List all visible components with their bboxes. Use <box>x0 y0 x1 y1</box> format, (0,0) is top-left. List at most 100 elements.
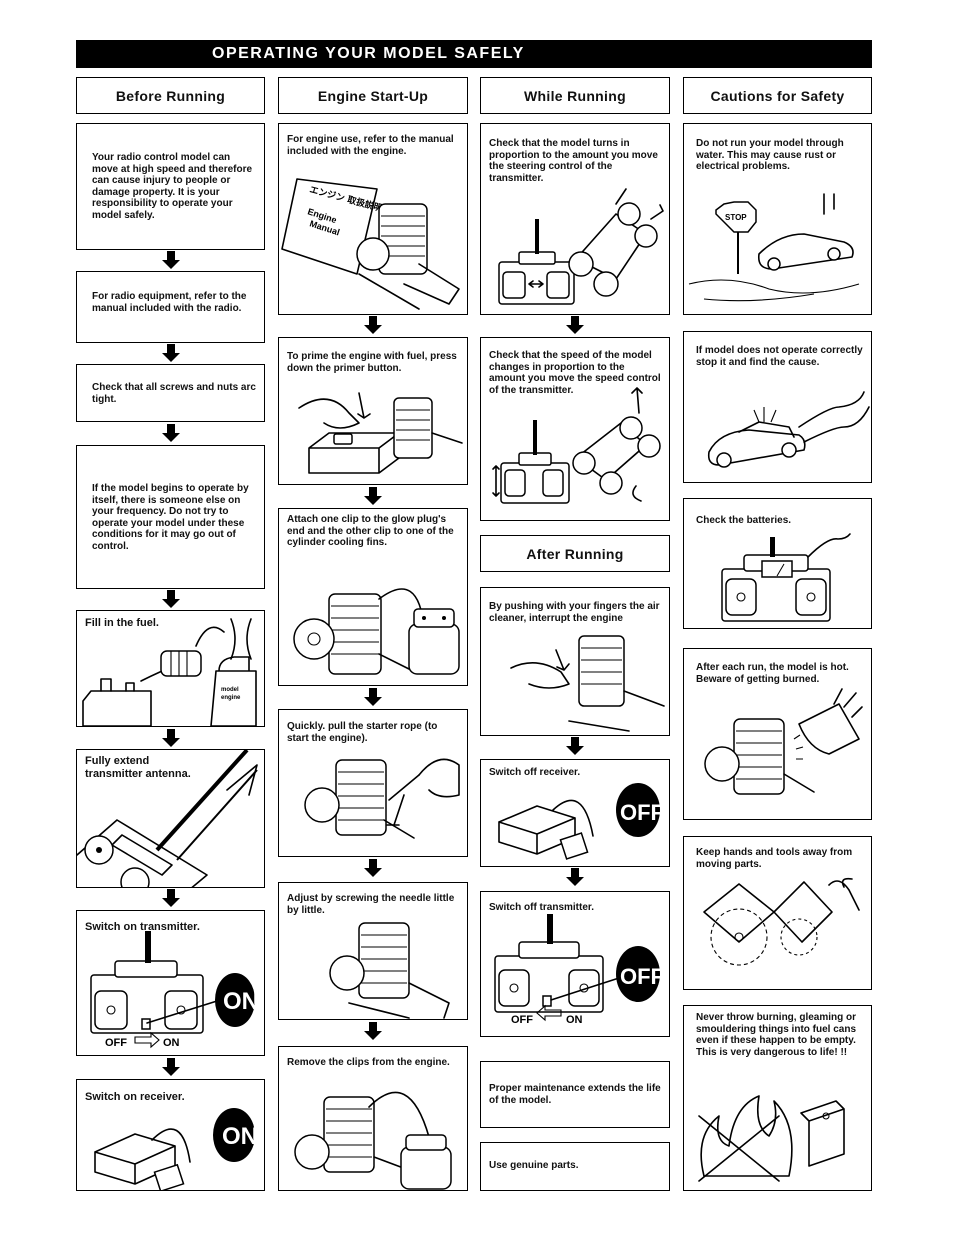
step-text: Do not run your model through water. Thi… <box>696 138 844 172</box>
down-arrow-icon <box>162 729 180 747</box>
before-step-6: Fully extend transmitter antenna. <box>76 749 265 888</box>
step-text: Check that all screws and nuts arc tight… <box>92 382 256 405</box>
step-text: If the model begins to operate by itself… <box>92 483 249 552</box>
step-text: Never throw burning, gleaming or smoulde… <box>696 1012 857 1058</box>
before-step-1: Your radio control model can move at hig… <box>76 123 265 250</box>
down-arrow-icon <box>162 344 180 362</box>
engine-step-2: To prime the engine with fuel, press dow… <box>278 337 468 485</box>
down-arrow-icon <box>364 316 382 334</box>
stop-car-illustration <box>707 391 870 468</box>
interrupt-engine-illustration <box>510 635 665 732</box>
step-text: Fill in the fuel. <box>85 617 159 629</box>
after-step-1: By pushing with your fingers the air cle… <box>480 587 670 736</box>
after-step-5: Use genuine parts. <box>480 1142 670 1191</box>
fuel-bottle-illustration: model engine <box>82 618 257 726</box>
step-text: If model does not operate correctly stop… <box>696 345 863 368</box>
step-text: Check that the speed of the model change… <box>489 350 661 396</box>
step-text: Switch on transmitter. <box>85 921 200 933</box>
step-text: Check the batteries. <box>696 515 792 526</box>
before-step-8: Switch on receiver. ON <box>76 1079 265 1191</box>
glow-clip-illustration <box>293 588 460 675</box>
on-label-receiver: ON <box>222 1123 258 1150</box>
on-label: ON <box>223 988 259 1015</box>
hot-engine-illustration <box>704 688 863 795</box>
engine-step-4: Quickly. pull the starter rope (to start… <box>278 709 468 857</box>
down-arrow-icon <box>566 737 584 755</box>
on-label-small: ON <box>566 1014 583 1026</box>
stop-sign-water-illustration: STOP <box>688 193 860 302</box>
engine-manual-illustration: エンジン 取扱説明書 Engine Manual <box>281 178 460 310</box>
primer-button-illustration <box>298 392 463 474</box>
off-label-large: OFF <box>620 964 664 989</box>
down-arrow-icon <box>364 859 382 877</box>
step-text: To prime the engine with fuel, press dow… <box>287 351 457 374</box>
step-text: Switch off transmitter. <box>489 902 595 913</box>
receiver-off-illustration: OFF <box>498 783 664 860</box>
caution-5: Keep hands and tools away from moving pa… <box>683 836 872 990</box>
caution-6: Never throw burning, gleaming or smoulde… <box>683 1005 872 1191</box>
no-fire-illustration <box>698 1095 845 1182</box>
step-text: Fully extend transmitter antenna. <box>85 755 191 780</box>
column-header-before-running: Before Running <box>76 77 265 114</box>
battery-check-illustration <box>721 533 851 622</box>
step-text: Adjust by screwing the needle little by … <box>287 893 455 916</box>
step-text: Remove the clips from the engine. <box>287 1057 450 1068</box>
off-label: OFF <box>105 1037 127 1049</box>
down-arrow-icon <box>162 889 180 907</box>
transmitter-off-illustration: OFF OFF ON <box>494 914 664 1026</box>
step-text: Switch off receiver. <box>489 767 581 778</box>
step-text: For radio equipment, refer to the manual… <box>92 291 247 314</box>
antenna-transmitter-illustration <box>77 750 258 887</box>
moving-parts-illustration <box>703 877 860 966</box>
after-step-4: Proper maintenance extends the life of t… <box>480 1061 670 1128</box>
caution-3: Check the batteries. <box>683 498 872 629</box>
down-arrow-icon <box>364 1022 382 1040</box>
svg-text:model: model <box>221 687 239 693</box>
while-step-2: Check that the speed of the model change… <box>480 337 670 521</box>
needle-adjust-illustration <box>329 922 450 1019</box>
down-arrow-icon <box>566 316 584 334</box>
step-text: For engine use, refer to the manual incl… <box>287 134 454 157</box>
column-header-after-running: After Running <box>480 535 670 572</box>
step-text: After each run, the model is hot. Beware… <box>696 662 849 685</box>
speed-check-illustration <box>492 387 661 504</box>
before-step-2: For radio equipment, refer to the manual… <box>76 271 265 343</box>
receiver-on-illustration: ON <box>94 1108 258 1190</box>
svg-text:engine: engine <box>221 695 241 701</box>
engine-step-3: Attach one clip to the glow plug's end a… <box>278 508 468 686</box>
while-step-1: Check that the model turns in proportion… <box>480 123 670 315</box>
step-text: Your radio control model can move at hig… <box>92 152 253 221</box>
before-step-5: Fill in the fuel. model engine <box>76 610 265 727</box>
step-text: Proper maintenance extends the life of t… <box>489 1083 661 1106</box>
down-arrow-icon <box>162 590 180 608</box>
stop-sign-label: STOP <box>725 213 747 222</box>
down-arrow-icon <box>566 868 584 886</box>
step-text: Attach one clip to the glow plug's end a… <box>287 514 454 548</box>
engine-step-6: Remove the clips from the engine. <box>278 1046 468 1191</box>
down-arrow-icon <box>162 1058 180 1076</box>
step-text: Use genuine parts. <box>489 1160 579 1171</box>
engine-step-1: For engine use, refer to the manual incl… <box>278 123 468 315</box>
steering-check-illustration <box>498 188 664 305</box>
remove-clips-illustration <box>294 1091 452 1190</box>
column-header-engine-startup: Engine Start-Up <box>278 77 468 114</box>
step-text: Switch on receiver. <box>85 1091 185 1103</box>
after-step-3: Switch off transmitter. OFF OFF ON <box>480 891 670 1037</box>
down-arrow-icon <box>162 424 180 442</box>
before-step-7: Switch on transmitter. ON OFF ON <box>76 910 265 1056</box>
column-header-while-running: While Running <box>480 77 670 114</box>
off-label-receiver: OFF <box>620 800 664 825</box>
engine-step-5: Adjust by screwing the needle little by … <box>278 882 468 1020</box>
step-text: Quickly. pull the starter rope (to start… <box>287 721 438 744</box>
step-text: Check that the model turns in proportion… <box>489 138 658 184</box>
after-step-2: Switch off receiver. OFF <box>480 759 670 867</box>
step-text: Keep hands and tools away from moving pa… <box>696 847 853 870</box>
before-step-4: If the model begins to operate by itself… <box>76 445 265 589</box>
page-title: OPERATING YOUR MODEL SAFELY <box>76 40 872 68</box>
column-header-cautions: Cautions for Safety <box>683 77 872 114</box>
off-label-small: OFF <box>511 1014 533 1026</box>
step-text: By pushing with your fingers the air cle… <box>489 601 660 624</box>
starter-rope-illustration <box>304 758 460 839</box>
transmitter-on-illustration: ON OFF ON <box>90 931 259 1049</box>
down-arrow-icon <box>162 251 180 269</box>
